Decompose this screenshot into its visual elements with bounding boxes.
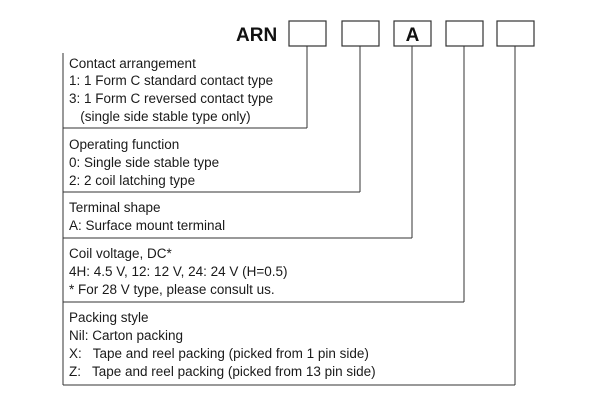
section-line: 2: 2 coil latching type (69, 173, 195, 188)
section-coil-voltage: Coil voltage, DC* 4H: 4.5 V, 12: 12 V, 2… (69, 246, 288, 297)
section-line: (single side stable type only) (69, 109, 251, 124)
connector-packing-style (63, 46, 516, 386)
connector-terminal-shape (63, 46, 413, 239)
connector-operating-function (63, 46, 361, 193)
section-line: X: Tape and reel packing (picked from 1 … (69, 346, 369, 361)
section-line: 1: 1 Form C standard contact type (69, 73, 273, 88)
section-line: Nil: Carton packing (69, 328, 183, 343)
code-box-2 (341, 20, 380, 47)
section-title: Terminal shape (69, 200, 161, 215)
section-title: Contact arrangement (69, 56, 196, 71)
part-prefix: ARN (236, 25, 277, 46)
code-box-3-value: A (406, 25, 420, 46)
section-line: Z: Tape and reel packing (picked from 13… (69, 364, 376, 379)
section-operating-function: Operating function 0: Single side stable… (69, 137, 219, 188)
section-line: * For 28 V type, please consult us. (69, 282, 275, 297)
section-title: Coil voltage, DC* (69, 246, 173, 261)
section-line: 3: 1 Form C reversed contact type (69, 91, 273, 106)
section-line: 4H: 4.5 V, 12: 12 V, 24: 24 V (H=0.5) (69, 264, 288, 279)
section-line: 0: Single side stable type (69, 155, 219, 170)
section-contact-arrangement: Contact arrangement 1: 1 Form C standard… (69, 56, 273, 124)
section-line: A: Surface mount terminal (69, 218, 225, 233)
connector-coil-voltage (63, 46, 465, 303)
code-box-4 (445, 20, 484, 47)
connector-contact-arrangement (63, 46, 308, 129)
section-terminal-shape: Terminal shape A: Surface mount terminal (69, 200, 225, 233)
section-title: Operating function (69, 137, 179, 152)
section-packing-style: Packing style Nil: Carton packing X: Tap… (69, 310, 376, 379)
code-box-1 (288, 20, 327, 47)
section-title: Packing style (69, 310, 149, 325)
code-box-3: A (393, 20, 432, 47)
code-box-5 (496, 20, 535, 47)
